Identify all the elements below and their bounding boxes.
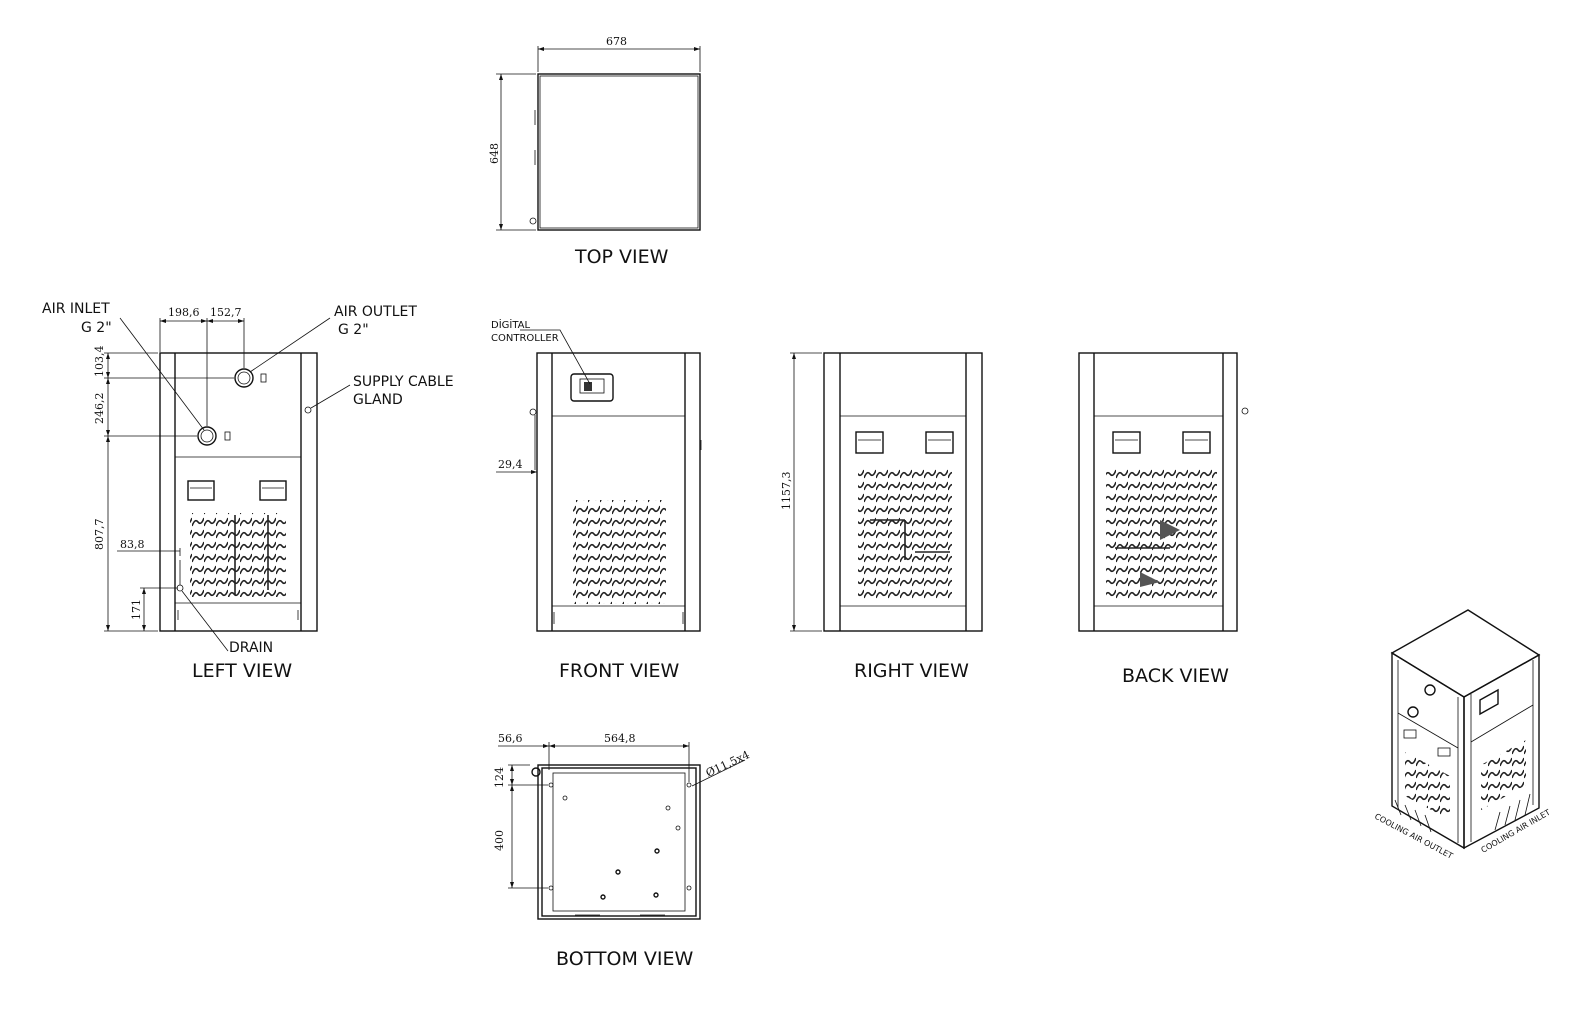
bottom-top-dim: 124 (493, 767, 506, 788)
left-inlet-height-dim: 807,7 (93, 519, 106, 551)
supply-cable-label: SUPPLY CABLE (353, 374, 454, 390)
air-outlet-label: AIR OUTLET (334, 304, 417, 320)
drain-label: DRAIN (229, 640, 273, 656)
cooling-air-inlet-label: COOLING AIR INLET (1480, 808, 1552, 855)
left-outlet-x-dim: 152,7 (210, 306, 242, 319)
digital-label-2: CONTROLLER (491, 333, 559, 344)
air-outlet-size: G 2" (338, 322, 369, 338)
supply-cable-label-2: GLAND (353, 392, 403, 408)
air-inlet-label: AIR INLET (42, 301, 110, 317)
isometric-view (1390, 609, 1541, 850)
bottom-view-title: BOTTOM VIEW (556, 948, 694, 970)
top-depth-dim: 648 (488, 143, 501, 164)
front-view-title: FRONT VIEW (559, 660, 680, 682)
right-height-dim: 1157,3 (780, 472, 793, 511)
left-view-title: LEFT VIEW (192, 660, 292, 682)
air-inlet-size: G 2" (81, 320, 112, 336)
left-spacing-dim: 246,2 (93, 393, 106, 425)
front-view (496, 329, 702, 632)
top-view-title: TOP VIEW (574, 246, 669, 268)
digital-label-1: DİGİTAL (491, 318, 531, 331)
back-view (1078, 352, 1249, 632)
bottom-view (498, 742, 746, 920)
bottom-width-dim: 564,8 (604, 732, 636, 745)
bottom-offset-dim: 56,6 (498, 732, 523, 745)
top-width-dim: 678 (606, 35, 627, 48)
bottom-holes-dim: Ø11,5x4 (704, 748, 752, 780)
left-top-dim: 103,4 (93, 346, 106, 378)
right-view (790, 352, 983, 632)
left-drain-height-dim: 171 (130, 599, 143, 620)
bottom-spacing-dim: 400 (493, 830, 506, 851)
left-drain-x-dim: 83,8 (120, 538, 145, 551)
left-view (104, 317, 351, 652)
left-inlet-x-dim: 198,6 (168, 306, 200, 319)
front-offset-dim: 29,4 (498, 458, 523, 471)
top-view (496, 46, 701, 231)
right-view-title: RIGHT VIEW (854, 660, 969, 682)
back-view-title: BACK VIEW (1122, 665, 1229, 687)
